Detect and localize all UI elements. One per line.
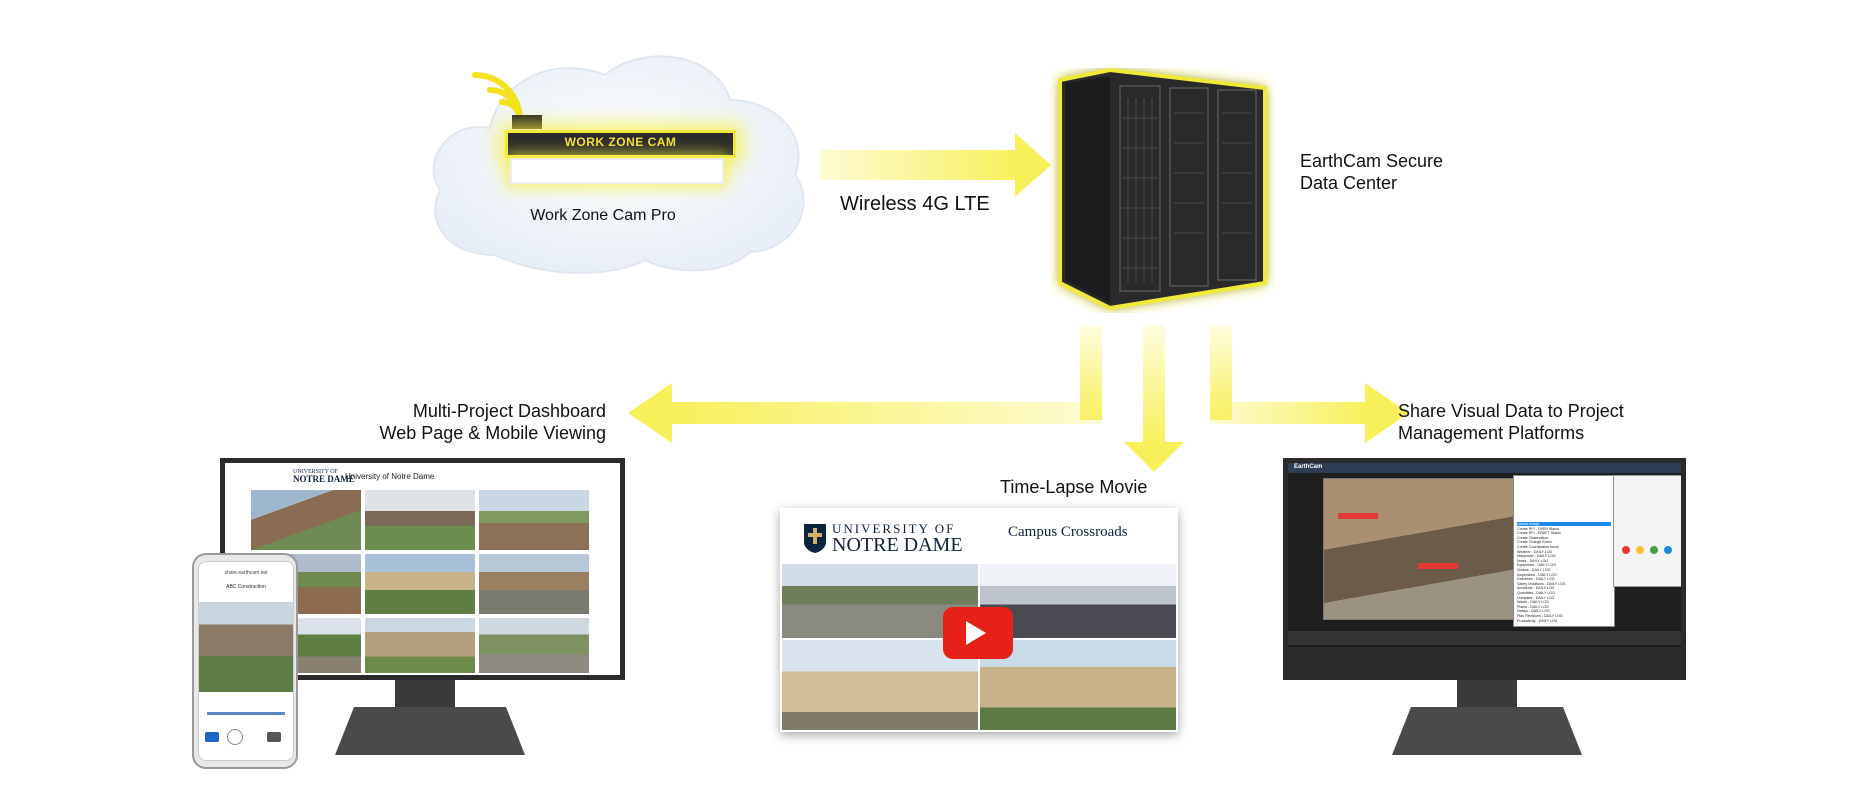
camera-thumbnail[interactable]	[365, 618, 475, 673]
monitor-stand-right	[1392, 707, 1582, 755]
datacenter-line1: EarthCam Secure	[1300, 151, 1444, 171]
phone-camera-icon[interactable]	[267, 732, 281, 742]
arrow-right-branch-horizontal	[1210, 402, 1370, 424]
menu-item[interactable]: Plants - DAILY LOG	[1517, 604, 1549, 609]
monitor-neck	[395, 680, 455, 710]
datacenter-label: EarthCam Secure Data Center	[1300, 150, 1443, 194]
camera-thumbnail[interactable]	[479, 554, 589, 614]
phone-project: ABC Construction	[226, 584, 266, 590]
phone-timeline-slider[interactable]	[207, 712, 285, 715]
app-header: EarthCam	[1288, 463, 1681, 473]
arrow-to-datacenter	[820, 150, 1020, 180]
timelapse-nd-logo: UNIVERSITY OF NOTRE DAME	[832, 520, 963, 556]
arrow-left-branch-vertical	[1080, 325, 1102, 420]
share-label: Share Visual Data to Project Management …	[1398, 400, 1624, 444]
datacenter-line2: Data Center	[1300, 173, 1398, 193]
monitor-neck-right	[1457, 680, 1517, 710]
timelapse-univ-big: NOTRE DAME	[832, 534, 963, 556]
color-swatch-red[interactable]	[1622, 546, 1630, 554]
timelapse-title: Campus Crossroads	[1008, 524, 1128, 540]
arrow-head-right-2	[1365, 383, 1409, 443]
timelapse-label: Time-Lapse Movie	[1000, 477, 1148, 497]
markup-tag	[1338, 513, 1378, 519]
color-swatch-yellow[interactable]	[1636, 546, 1644, 554]
link-label: Wireless 4G LTE	[840, 193, 990, 215]
mobile-phone: share.earthcam.net ABC Construction	[192, 553, 298, 769]
dashboard-line2: Web Page & Mobile Viewing	[379, 423, 606, 443]
arrow-head-right	[1015, 133, 1051, 197]
nd-logo-name: NOTRE DAME	[293, 474, 355, 484]
phone-url: share.earthcam.net	[224, 570, 268, 576]
dashboard-line1: Multi-Project Dashboard	[412, 401, 606, 421]
monitor-stand	[335, 707, 525, 755]
phone-screen: share.earthcam.net ABC Construction	[198, 561, 294, 761]
camera-thumbnail[interactable]	[365, 554, 475, 614]
menu-item[interactable]: Create RFI - DRAFT Status	[1517, 531, 1561, 536]
phone-play-button[interactable]	[227, 729, 243, 745]
camera-housing	[510, 158, 724, 184]
menu-selected-item[interactable]	[1517, 522, 1611, 526]
menu-item[interactable]: Delays - DAILY LOG	[1517, 609, 1550, 614]
markup-tag	[1418, 563, 1458, 569]
menu-item[interactable]: Create Change Event	[1517, 540, 1552, 545]
camera-thumbnail[interactable]	[251, 490, 361, 550]
share-line1: Share Visual Data to Project	[1398, 401, 1624, 421]
menu-item[interactable]: Inspections - DAILY LOG	[1517, 572, 1558, 577]
youtube-play-button[interactable]	[943, 607, 1013, 659]
phone-live-button[interactable]	[205, 732, 219, 742]
menu-item[interactable]: Weather - DAILY LOG	[1517, 549, 1553, 554]
menu-item[interactable]: Create RFI - OPEN Status	[1517, 526, 1560, 531]
dashboard-site-title: University of Notre Dame	[345, 472, 435, 481]
color-swatch-green[interactable]	[1650, 546, 1658, 554]
camera-thumbnail[interactable]	[479, 618, 589, 673]
menu-item[interactable]: Notes - DAILY LOG	[1517, 558, 1549, 563]
nd-logo-univ: UNIVERSITY OF	[293, 469, 338, 475]
arrow-center-branch	[1143, 325, 1165, 445]
phone-camera-image[interactable]	[199, 602, 293, 692]
camera-thumbnail[interactable]	[365, 490, 475, 550]
timelapse-univ-small: UNIVERSITY OF	[832, 521, 956, 536]
arrow-head-left	[628, 383, 672, 443]
menu-item[interactable]: Quantities - DAILY LOG	[1517, 591, 1556, 595]
menu-item[interactable]: Productivity - DAILY LOG	[1517, 618, 1558, 623]
arrow-left-branch-horizontal	[670, 402, 1100, 424]
arrow-head-down	[1124, 442, 1184, 472]
nd-shield-icon	[804, 524, 826, 553]
menu-item[interactable]: Plan Revisions - DAILY LOG	[1517, 614, 1563, 618]
menu-item[interactable]: Upload Image	[1517, 522, 1540, 526]
dashboard-label: Multi-Project Dashboard Web Page & Mobil…	[300, 400, 606, 444]
menu-item[interactable]: Create Observation	[1517, 535, 1549, 540]
markup-tools-panel	[1613, 475, 1681, 587]
color-swatch-blue[interactable]	[1664, 546, 1672, 554]
menu-item[interactable]: Equipment - DAILY LOG	[1517, 563, 1557, 568]
nd-logo-small: UNIVERSITY OF NOTRE DAME	[293, 469, 355, 484]
campus-photo	[980, 640, 1176, 730]
camera-thumbnail[interactable]	[479, 490, 589, 550]
server-rack-icon	[1058, 68, 1267, 311]
app-brand: EarthCam	[1294, 464, 1323, 470]
menu-item[interactable]: Dumpster - DAILY LOG	[1517, 595, 1555, 600]
menu-item[interactable]: Deliveries - DAILY LOG	[1517, 577, 1555, 582]
menu-item[interactable]: Waste - DAILY LOG	[1517, 600, 1549, 605]
player-controls	[1288, 647, 1681, 675]
camera-label: Work Zone Cam Pro	[530, 207, 676, 224]
jobsite-image[interactable]	[1323, 478, 1535, 620]
menu-item[interactable]: Safety Violations - DAILY LOG	[1517, 581, 1566, 586]
menu-item[interactable]: Accidents - DAILY LOG	[1517, 586, 1555, 591]
timelapse-video-panel[interactable]: UNIVERSITY OF NOTRE DAME Campus Crossroa…	[780, 508, 1178, 732]
camera-mount	[512, 115, 542, 129]
menu-item[interactable]: Manpower - DAILY LOG	[1517, 554, 1556, 559]
work-zone-cam-device: WORK ZONE CAM	[505, 130, 736, 158]
timeline-bar[interactable]	[1288, 631, 1681, 645]
camera-badge: WORK ZONE CAM	[564, 135, 677, 149]
menu-item[interactable]: Visitors - DAILY LOG	[1517, 568, 1551, 572]
share-line2: Management Platforms	[1398, 423, 1585, 443]
arrow-right-branch-vertical	[1210, 325, 1232, 420]
menu-item[interactable]: Create Coordination Issue	[1517, 545, 1559, 549]
